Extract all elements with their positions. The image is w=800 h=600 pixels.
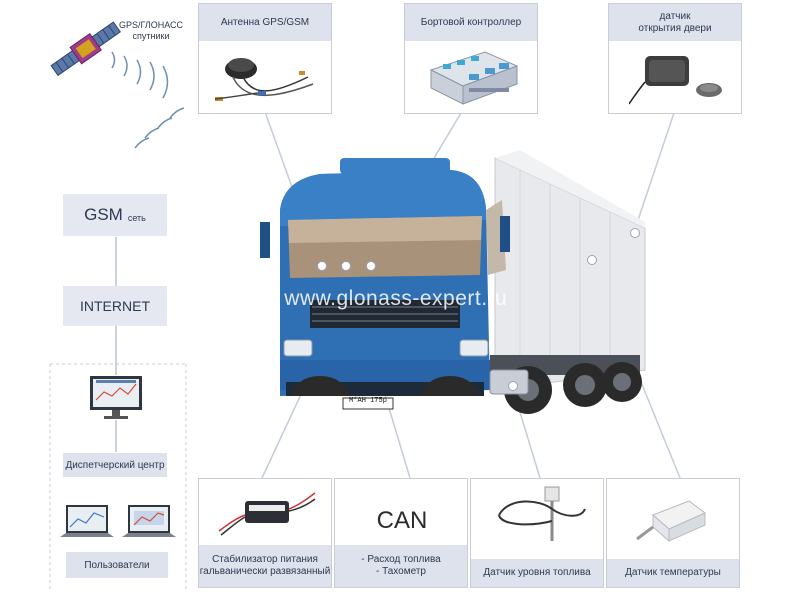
satellite-caption: GPS/ГЛОНАСС спутники [116,20,186,42]
power-stabilizer-icon [218,492,316,536]
dispatch-center-label: Диспетчерский центр [63,453,167,477]
card-fuel-level-sensor: Датчик уровня топлива [470,478,604,588]
laptop-icon-right [122,503,176,539]
card-gps-antenna: Антенна GPS/GSM [198,3,332,114]
dot-antenna [317,261,327,271]
card-gps-antenna-label: Антенна GPS/GSM [199,4,331,41]
door-sensor-icon [629,56,722,105]
card-power-stabilizer-label: Стабилизатор питания гальванически развя… [199,545,331,587]
internet-label: INTERNET [80,298,150,314]
card-temperature-sensor: Датчик температуры [606,478,740,588]
satellite-icon [48,12,128,90]
card-fuel-level-label: Датчик уровня топлива [471,559,603,587]
fuel-level-sensor-icon [498,486,586,541]
dispatch-monitor-icon [88,374,144,420]
gsm-label: GSM [84,205,123,224]
watermark-text: © www.glonass-expert.ru [262,287,508,310]
card-door-sensor: датчик открытия двери [608,3,742,114]
dot-door [630,228,640,238]
card-onboard-controller: Бортовой контроллер [404,3,538,114]
card-temperature-label: Датчик температуры [607,559,739,587]
satellite-caption-line2: спутники [132,31,170,41]
temperature-sensor-icon [636,500,706,543]
dot-fuel-level [508,381,518,391]
card-can: CAN - Расход топлива - Тахометр [334,478,468,588]
gsm-sub-label: сеть [127,213,146,223]
card-can-label: - Расход топлива - Тахометр [335,545,467,587]
card-door-sensor-label: датчик открытия двери [609,4,741,41]
users-label: Пользователи [66,552,168,578]
license-plate: M*AH 175p [349,397,387,405]
dot-temperature [587,255,597,265]
satellite-caption-line1: GPS/ГЛОНАСС [118,20,184,30]
dot-can [366,261,376,271]
can-label: CAN [376,507,428,534]
gsm-network-box: GSM сеть [63,194,167,236]
card-power-stabilizer: Стабилизатор питания гальванически развя… [198,478,332,588]
card-onboard-controller-label: Бортовой контроллер [405,4,537,41]
gps-antenna-icon [214,58,314,101]
internet-box: INTERNET [63,286,167,326]
controller-icon [429,51,519,105]
laptop-icon-left [60,503,114,539]
truck-illustration: M*AH 175p [250,150,650,440]
dot-controller [341,261,351,271]
